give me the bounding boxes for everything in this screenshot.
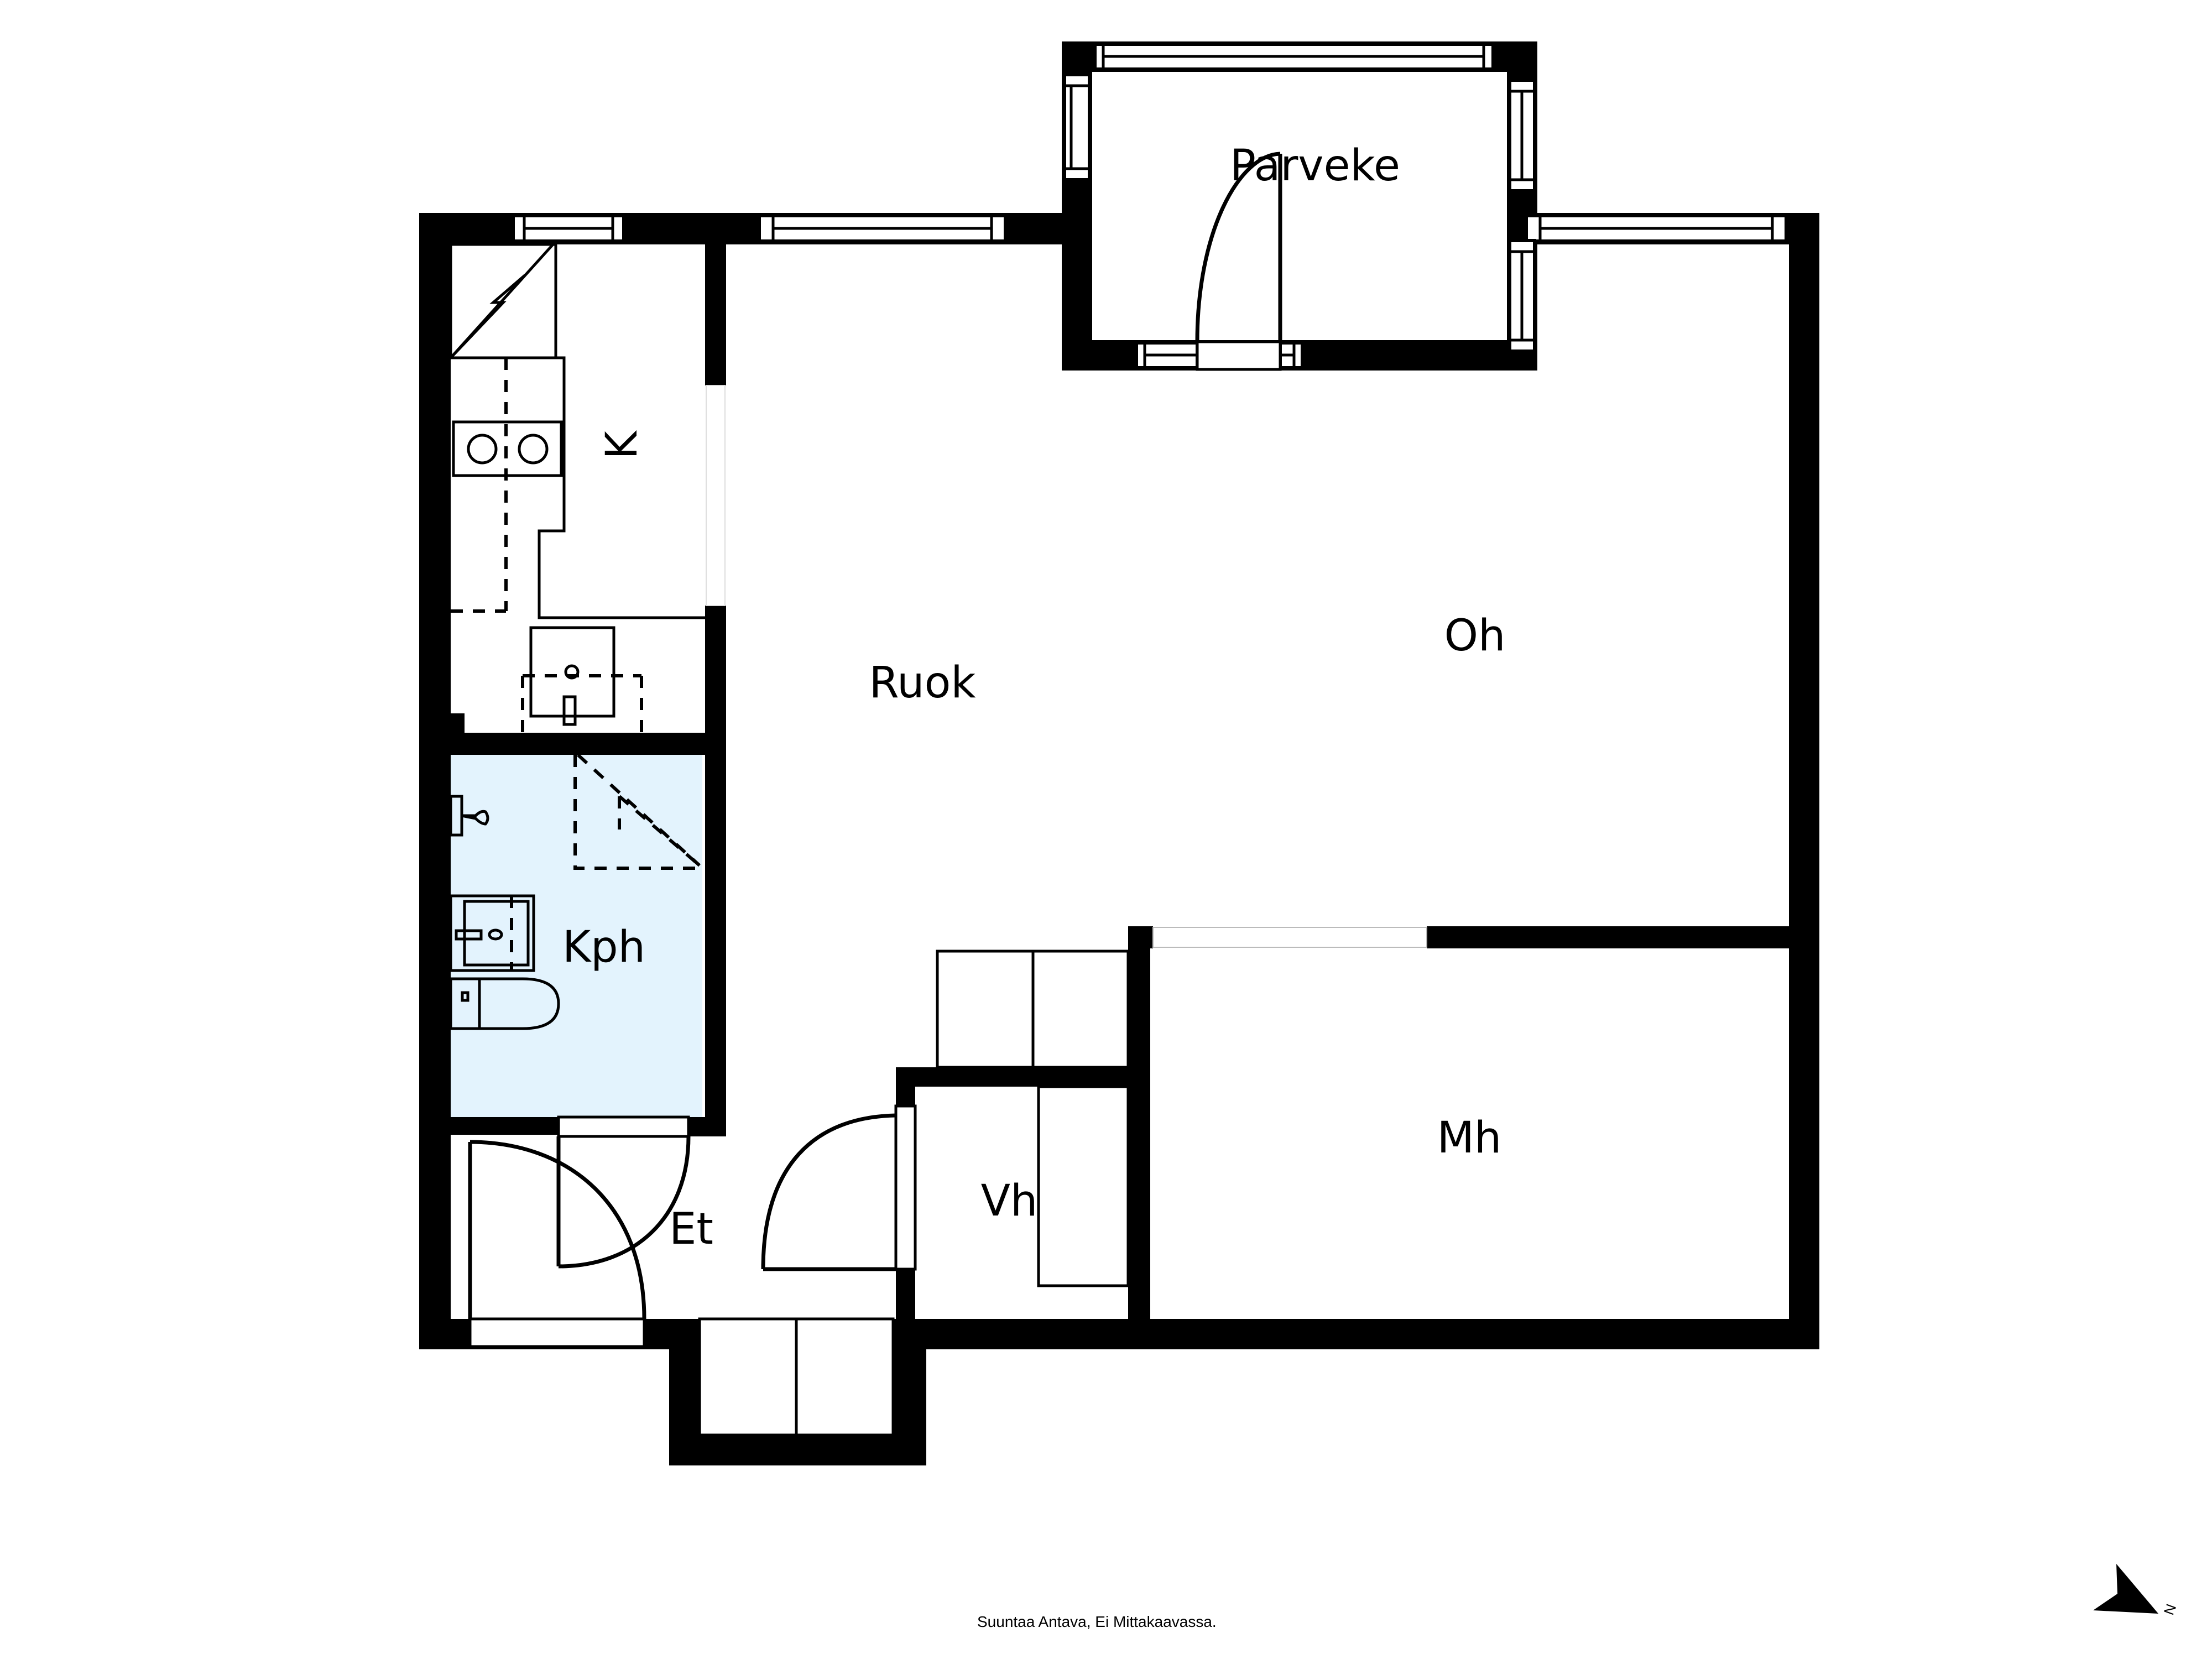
room-label-et: Et — [669, 1204, 713, 1254]
closet-door-icon — [761, 1104, 917, 1271]
window-balcony-right-lower — [1508, 239, 1536, 353]
balcony-door — [1195, 152, 1282, 371]
bath-sink-icon — [449, 894, 535, 972]
wardrobes — [936, 950, 1130, 1287]
room-label-oh: Oh — [1444, 611, 1506, 661]
toilet-icon — [449, 977, 560, 1030]
window-kitchen — [512, 214, 625, 243]
window-balcony-top — [1093, 43, 1495, 71]
interior-walls — [419, 244, 1819, 1349]
window-living — [1525, 214, 1788, 243]
footer-disclaimer: Suuntaa Antava, Ei Mittakaavassa. — [977, 1613, 1217, 1630]
bathroom-door-icon — [556, 1115, 691, 1269]
window-balcony-left — [1063, 73, 1091, 181]
fridge-icon — [449, 243, 557, 359]
room-label-vh: Vh — [980, 1176, 1038, 1226]
room-label-k: K — [597, 431, 647, 460]
bathroom-floor — [451, 755, 702, 1117]
north-arrow-icon — [2093, 1564, 2158, 1614]
room-label-parveke: Parveke — [1230, 141, 1400, 191]
openings — [706, 385, 1427, 948]
entry-doors — [468, 1104, 917, 1348]
bathroom-fixtures — [449, 753, 702, 1030]
shower-icon — [573, 753, 702, 870]
window-dining — [758, 214, 1007, 243]
room-label-mh: Mh — [1437, 1113, 1502, 1163]
stove-icon — [452, 420, 563, 477]
room-label-kph: Kph — [562, 922, 646, 972]
window-balcony-right-upper — [1508, 79, 1536, 192]
front-door-icon — [468, 1140, 646, 1348]
balcony-walls — [1062, 41, 1537, 371]
kitchen-fixtures — [449, 243, 705, 733]
shower-tap-icon — [449, 795, 489, 837]
room-label-ruok: Ruok — [869, 658, 976, 708]
windows — [512, 43, 1788, 369]
entry-closet — [669, 1317, 926, 1465]
kitchen-sink-icon — [521, 626, 643, 733]
